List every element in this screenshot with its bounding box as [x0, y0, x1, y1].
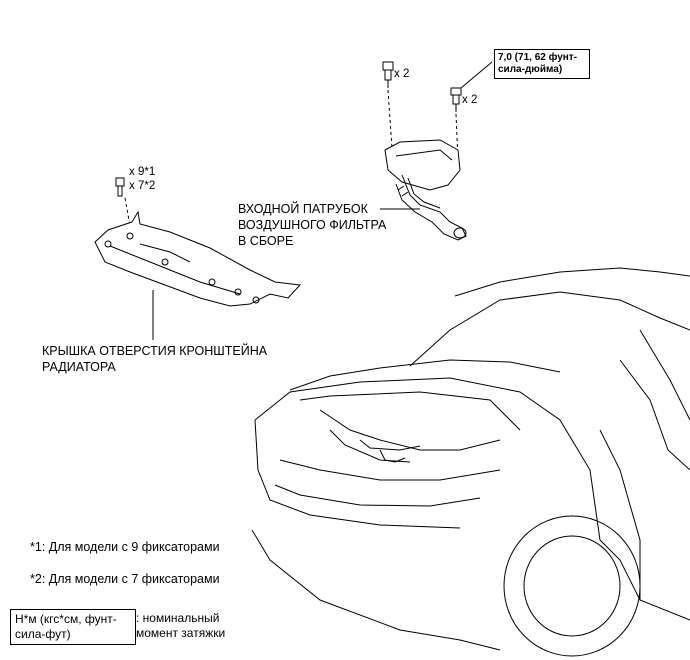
car-front-icon [251, 267, 690, 657]
clip-quantity-9: x 9*1 [129, 166, 156, 178]
torque-spec-box: 7,0 (71, 62 фунт- сила-дюйма) [494, 49, 590, 79]
bolt-top-quantity: x 2 [394, 68, 410, 80]
radiator-cover-icon [94, 210, 302, 340]
torque-legend-box: Н*м (кгс*см, фунт- сила-фут) [10, 609, 136, 645]
clip-icon [115, 177, 131, 227]
torque-legend-text: : номинальный момент затяжки [136, 611, 226, 640]
air-inlet-assembly-icon [380, 139, 467, 241]
air-inlet-label: ВХОДНОЙ ПАТРУБОК ВОЗДУШНОГО ФИЛЬТРА В СБ… [238, 202, 387, 248]
bolt-top-icon [382, 61, 394, 149]
clip-quantity-7: x 7*2 [129, 180, 156, 192]
footnote-2: *2: Для модели с 7 фиксаторами [30, 572, 220, 586]
bolt-right-icon [450, 61, 493, 161]
bolt-right-quantity: x 2 [462, 94, 478, 106]
radiator-cover-label: КРЫШКА ОТВЕРСТИЯ КРОНШТЕЙНА РАДИАТОРА [42, 344, 268, 374]
footnote-1: *1: Для модели с 9 фиксаторами [30, 540, 220, 554]
